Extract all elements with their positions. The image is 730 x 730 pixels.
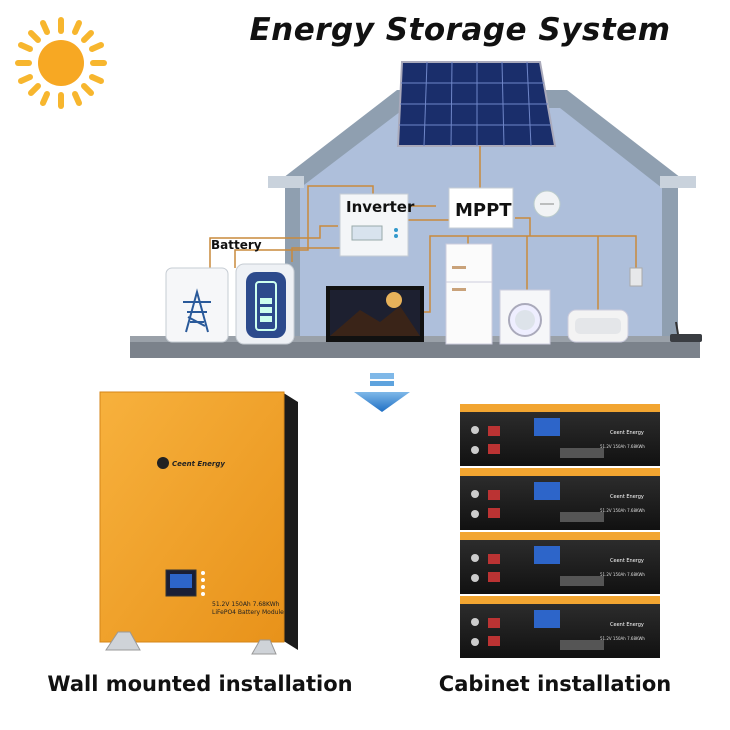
module-spec-4: 51.2V 150Ah 7.68KWh — [600, 636, 645, 641]
page-title: Energy Storage System — [249, 12, 671, 48]
mppt-box — [448, 187, 514, 229]
battery-icon — [255, 281, 277, 331]
home-battery-unit — [235, 263, 295, 345]
inverter-label: Inverter — [346, 198, 415, 216]
arrow-down-icon — [354, 373, 410, 412]
battery-module: Ceent Energy 51.2V 150Ah 7.68KWh — [460, 404, 660, 466]
module-spec-1: 51.2V 150Ah 7.68KWh — [600, 444, 645, 449]
washing-machine — [499, 289, 551, 345]
battery-label: Battery — [211, 238, 262, 252]
module-spec-3: 51.2V 150Ah 7.68KWh — [600, 572, 645, 577]
cabinet-installation-caption: Cabinet installation — [438, 672, 672, 696]
tv — [326, 286, 424, 342]
wifi-router-icon — [670, 321, 702, 342]
solar-panel-icon — [396, 61, 557, 147]
inverter-box — [339, 193, 409, 257]
module-brand-2: Ceent Energy — [610, 494, 644, 500]
mppt-label: MPPT — [455, 200, 512, 221]
wall-battery-brand: Ceent Energy — [172, 460, 225, 468]
battery-module: Ceent Energy 51.2V 150Ah 7.68KWh — [460, 532, 660, 594]
module-brand-1: Ceent Energy — [610, 430, 644, 436]
armchair — [567, 309, 629, 343]
grid-cabinet — [165, 267, 229, 343]
refrigerator — [445, 243, 493, 345]
wiring — [209, 146, 637, 313]
battery-module: Ceent Energy 51.2V 150Ah 7.68KWh — [460, 596, 660, 658]
wall-installation-caption: Wall mounted installation — [47, 672, 353, 696]
thermostat-icon — [533, 190, 561, 218]
battery-module: Ceent Energy 51.2V 150Ah 7.68KWh — [460, 468, 660, 530]
transmission-tower-icon — [183, 288, 211, 333]
module-brand-4: Ceent Energy — [610, 622, 644, 628]
module-spec-2: 51.2V 150Ah 7.68KWh — [600, 508, 645, 513]
wall-battery-spec-1: 51.2V 150Ah 7.68KWh — [212, 601, 280, 608]
cabinet-battery-stack: Ceent Energy 51.2V 150Ah 7.68KWh Ceent E… — [460, 404, 660, 658]
pendant-lamp — [629, 267, 643, 287]
sun-icon — [15, 17, 107, 109]
wall-mounted-battery: Ceent Energy 51.2V 150Ah 7.68KWh LiFePO4… — [99, 391, 298, 655]
wall-battery-spec-2: LiFePO4 Battery Module — [212, 609, 284, 616]
module-brand-3: Ceent Energy — [610, 558, 644, 564]
